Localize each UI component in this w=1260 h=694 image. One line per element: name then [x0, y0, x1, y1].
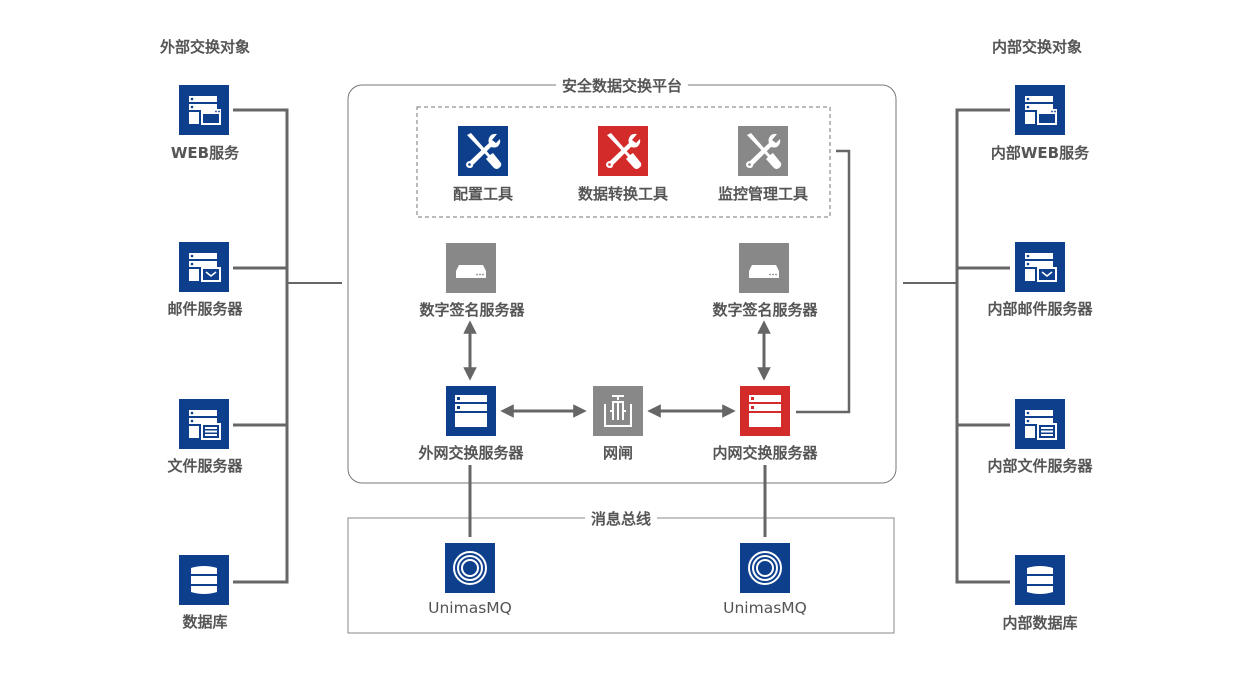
mq-label: UnimasMQ: [428, 599, 512, 617]
web-server-icon: [179, 85, 229, 135]
web-server-icon: [1015, 85, 1065, 135]
tools-frame: [416, 106, 831, 218]
tool-label: 监控管理工具: [717, 185, 809, 203]
external-tree-lines: [233, 108, 342, 584]
external-item-label: 邮件服务器: [167, 300, 243, 318]
tools-icon: [458, 126, 508, 176]
message-queue-icon: [445, 543, 495, 593]
message-queue-icon: [740, 543, 790, 593]
internal-item-label: 内部邮件服务器: [987, 300, 1093, 318]
tool-label: 数据转换工具: [577, 185, 669, 203]
external-item-label: 数据库: [182, 613, 228, 631]
signature-server-label: 数字签名服务器: [419, 301, 525, 319]
internal-item-label: 内部文件服务器: [987, 457, 1093, 475]
gatekeeper-label: 网闸: [602, 444, 634, 462]
mail-server-icon: [179, 242, 229, 292]
internal-title: 内部交换对象: [991, 38, 1083, 56]
signature-server-icon: [739, 243, 789, 293]
tools-icon: [598, 126, 648, 176]
bus-title: 消息总线: [584, 508, 658, 529]
file-server-icon: [179, 399, 229, 449]
server-rack-icon: [446, 386, 496, 436]
gatekeeper-icon: [593, 386, 643, 436]
mq-label: UnimasMQ: [723, 599, 807, 617]
signature-server-label: 数字签名服务器: [712, 301, 818, 319]
file-server-icon: [1015, 399, 1065, 449]
internal-item-label: 内部数据库: [1002, 614, 1078, 632]
tool-label: 配置工具: [452, 185, 514, 203]
database-icon: [179, 555, 229, 605]
tools-icon: [738, 126, 788, 176]
external-item-label: 文件服务器: [167, 457, 243, 475]
mail-server-icon: [1015, 242, 1065, 292]
signature-server-icon: [446, 243, 496, 293]
external-title: 外部交换对象: [159, 38, 251, 56]
database-icon: [1015, 555, 1065, 605]
outer-exchange-label: 外网交换服务器: [418, 444, 524, 462]
external-item-label: WEB服务: [170, 144, 240, 162]
inner-exchange-label: 内网交换服务器: [712, 444, 818, 462]
platform-title: 安全数据交换平台: [555, 75, 689, 96]
server-rack-icon: [740, 386, 790, 436]
monitor-link-line: [796, 149, 851, 414]
internal-tree-lines: [903, 108, 1010, 584]
internal-item-label: 内部WEB服务: [990, 144, 1090, 162]
